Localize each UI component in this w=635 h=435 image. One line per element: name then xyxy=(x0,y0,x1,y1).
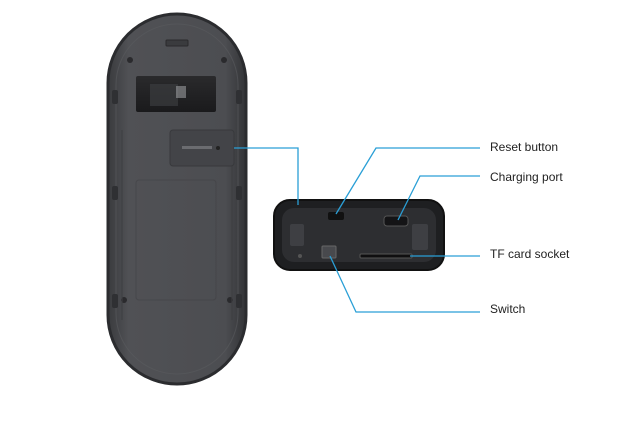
label-tf-card-socket: TF card socket xyxy=(490,247,570,261)
leader-line-reset-panel xyxy=(234,147,299,205)
display-window xyxy=(136,76,216,112)
bottom-module xyxy=(273,199,445,271)
switch-slider xyxy=(321,245,337,259)
label-switch: Switch xyxy=(490,302,526,316)
leader-line-switch xyxy=(329,255,480,313)
top-slot xyxy=(165,39,189,47)
reset-button-hole xyxy=(328,212,344,220)
tf-card-slot xyxy=(359,253,413,259)
leader-line-reset xyxy=(335,147,480,215)
device-body xyxy=(106,12,248,386)
label-reset-button: Reset button xyxy=(490,140,559,154)
charging-port xyxy=(383,215,409,227)
side-notches xyxy=(112,90,242,308)
leader-line-charging xyxy=(397,175,480,221)
leader-lines xyxy=(234,147,480,313)
label-charging-port: Charging port xyxy=(490,170,563,184)
reset-panel xyxy=(169,129,235,167)
